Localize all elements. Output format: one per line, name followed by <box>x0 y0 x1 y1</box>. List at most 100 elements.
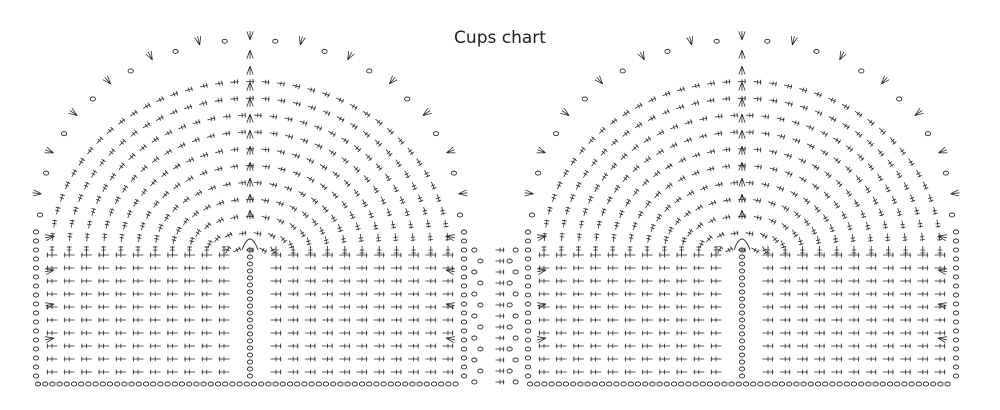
double-crochet-symbol <box>186 156 195 163</box>
double-crochet-symbol <box>373 278 385 284</box>
double-crochet-symbol <box>717 245 724 254</box>
double-crochet-symbol <box>142 102 151 109</box>
edge-chain-stitch <box>460 292 468 298</box>
edge-chain-stitch <box>460 283 468 289</box>
double-crochet-symbol <box>373 369 385 375</box>
double-crochet-symbol <box>722 146 731 152</box>
double-crochet-symbol <box>246 247 254 253</box>
double-crochet-symbol <box>270 343 282 349</box>
double-crochet-symbol <box>899 147 907 156</box>
double-crochet-symbol <box>166 369 178 375</box>
base-chain-stitch <box>555 381 562 387</box>
fan-stitch <box>246 97 254 107</box>
double-crochet-symbol <box>833 234 839 243</box>
double-crochet-symbol <box>792 138 801 144</box>
edge-chain-stitch <box>32 274 40 280</box>
base-chain-stitch <box>164 381 171 387</box>
edge-chain-stitch <box>524 256 532 262</box>
double-crochet-symbol <box>238 129 247 135</box>
base-chain-stitch <box>445 381 452 387</box>
double-crochet-symbol <box>304 356 316 362</box>
double-crochet-symbol <box>306 237 312 246</box>
edge-chain-stitch <box>43 170 50 176</box>
double-crochet-symbol <box>171 236 177 245</box>
double-crochet-symbol <box>393 184 400 193</box>
double-crochet-symbol <box>866 139 874 147</box>
double-crochet-symbol <box>139 144 148 152</box>
base-chain-stitch <box>627 381 634 387</box>
fan-stitch <box>246 81 254 91</box>
double-crochet-symbol <box>848 265 860 271</box>
double-crochet-symbol <box>614 185 621 193</box>
double-crochet-symbol <box>292 101 301 107</box>
double-crochet-symbol <box>693 291 705 297</box>
double-crochet-symbol <box>261 147 270 153</box>
double-crochet-symbol <box>730 230 739 236</box>
double-crochet-symbol <box>676 369 688 375</box>
double-crochet-symbol <box>390 265 402 271</box>
double-crochet-symbol <box>422 206 428 215</box>
double-crochet-symbol <box>806 125 815 131</box>
edge-chain-stitch <box>321 48 328 54</box>
double-crochet-symbol <box>896 170 903 179</box>
strap-chain-stitch <box>471 357 478 363</box>
double-crochet-symbol <box>90 208 97 216</box>
double-crochet-symbol <box>714 181 723 187</box>
double-crochet-symbol <box>590 304 602 310</box>
double-crochet-symbol <box>104 220 111 229</box>
fan-stitch <box>194 36 202 46</box>
double-crochet-symbol <box>166 356 178 362</box>
double-crochet-symbol <box>323 236 330 245</box>
double-crochet-symbol <box>572 343 584 349</box>
double-crochet-symbol <box>63 278 75 284</box>
double-crochet-symbol <box>817 246 822 254</box>
double-crochet-symbol <box>796 278 808 284</box>
double-crochet-symbol <box>762 304 774 310</box>
double-crochet-symbol <box>314 125 323 131</box>
base-chain-stitch <box>56 381 63 387</box>
double-crochet-symbol <box>356 304 368 310</box>
edge-chain-stitch <box>89 96 96 102</box>
strap-chain-stitch <box>471 291 478 297</box>
double-crochet-symbol <box>328 149 337 157</box>
double-crochet-symbol <box>385 173 392 182</box>
double-crochet-symbol <box>917 219 923 228</box>
double-crochet-symbol <box>80 265 92 271</box>
base-chain-stitch <box>452 381 459 387</box>
double-crochet-symbol <box>495 313 505 319</box>
double-crochet-symbol <box>214 165 223 172</box>
double-crochet-symbol <box>791 120 800 126</box>
base-chain-stitch <box>930 381 937 387</box>
double-crochet-symbol <box>399 196 406 204</box>
double-crochet-symbol <box>238 180 247 186</box>
edge-chain-stitch <box>524 364 532 370</box>
double-crochet-symbol <box>745 129 754 135</box>
double-crochet-symbol <box>353 189 361 197</box>
double-crochet-symbol <box>119 233 125 242</box>
fan-stitch <box>738 129 746 139</box>
double-crochet-symbol <box>887 159 895 168</box>
double-crochet-symbol <box>149 265 161 271</box>
double-crochet-symbol <box>762 343 774 349</box>
double-crochet-symbol <box>66 246 72 254</box>
fan-stitch <box>738 31 746 41</box>
double-crochet-symbol <box>115 291 127 297</box>
double-crochet-symbol <box>149 369 161 375</box>
base-chain-stitch <box>200 381 207 387</box>
center-chain-stitch <box>738 359 746 365</box>
base-chain-stitch <box>915 381 922 387</box>
base-chain-stitch <box>308 381 315 387</box>
double-crochet-symbol <box>332 171 340 179</box>
double-crochet-symbol <box>285 134 294 140</box>
base-chain-stitch <box>843 381 850 387</box>
double-crochet-symbol <box>622 129 630 137</box>
double-crochet-symbol <box>622 174 630 183</box>
base-chain-stitch <box>236 381 243 387</box>
fan-stitch <box>524 189 534 197</box>
double-crochet-symbol <box>408 317 420 323</box>
double-crochet-symbol <box>815 236 822 245</box>
double-crochet-symbol <box>917 291 929 297</box>
base-chain-stitch <box>678 381 685 387</box>
double-crochet-symbol <box>691 82 700 89</box>
